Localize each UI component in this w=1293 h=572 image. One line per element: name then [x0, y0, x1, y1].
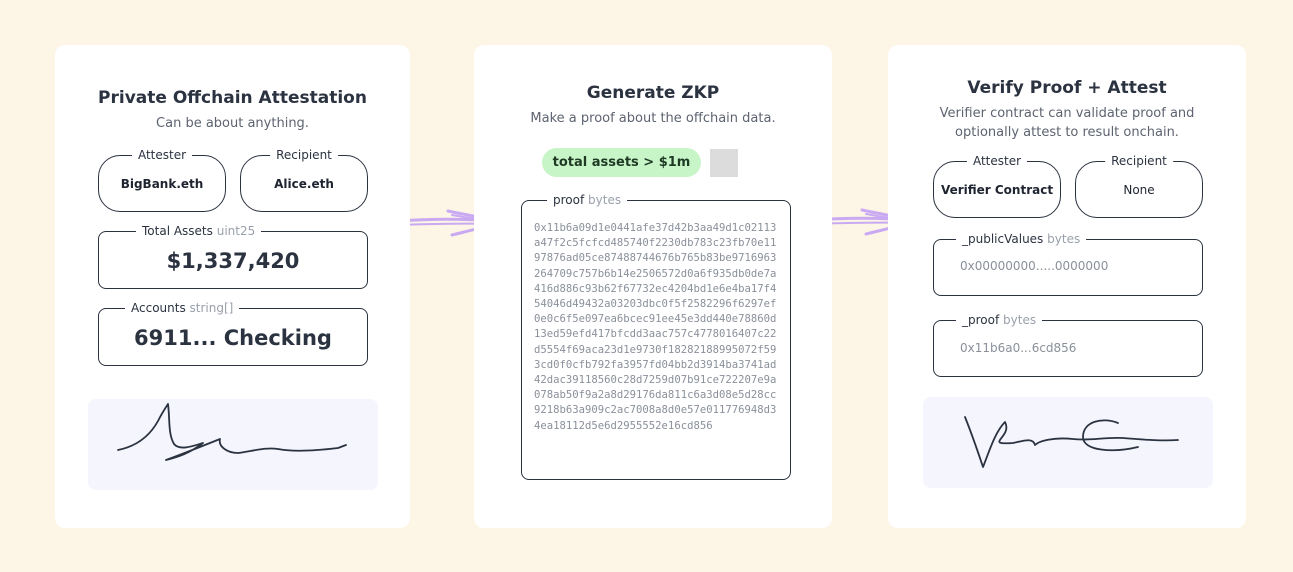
attester-field: Attester BigBank.eth: [98, 147, 226, 212]
public-values-label: _publicValues bytes: [956, 231, 1087, 247]
placeholder-square: [710, 149, 738, 177]
claim-chip: total assets > $1m: [542, 148, 701, 177]
signature-area: [923, 397, 1213, 488]
proof-value: 0x11b6a0...6cd856: [960, 341, 1077, 355]
proof-input-field: _proof bytes 0x11b6a0...6cd856: [933, 312, 1203, 377]
proof-label: _proof bytes: [956, 312, 1043, 328]
generate-zkp-panel: Generate ZKP Make a proof about the offc…: [474, 45, 832, 528]
panel-title: Verify Proof + Attest: [967, 78, 1167, 98]
verify-proof-panel: Verify Proof + Attest Verifier contract …: [888, 45, 1246, 528]
public-values-field: _publicValues bytes 0x00000000.....00000…: [933, 231, 1203, 296]
total-assets-value: $1,337,420: [166, 249, 300, 273]
accounts-field: Accounts string[] 6911... Checking: [98, 300, 368, 366]
recipient-value: None: [1123, 182, 1155, 197]
total-assets-field: Total Assets uint25 $1,337,420: [98, 223, 368, 289]
attester-value: BigBank.eth: [120, 176, 204, 191]
proof-value: 0x11b6a09d1e0441afe37d42b3aa49d1c02113a4…: [534, 222, 777, 432]
proof-field: proof bytes 0x11b6a09d1e0441afe37d42b3aa…: [521, 192, 791, 480]
proof-label: proof bytes: [547, 192, 628, 208]
offchain-attestation-panel: Private Offchain Attestation Can be abou…: [55, 45, 410, 528]
panel-subtitle-line1: Verifier contract can validate proof and: [939, 106, 1195, 121]
attester-value: Verifier Contract: [940, 182, 1054, 197]
panel-subtitle: Make a proof about the offchain data.: [530, 111, 776, 126]
recipient-value: Alice.eth: [274, 176, 334, 191]
attester-label: Attester: [131, 147, 193, 163]
panel-subtitle-line2: optionally attest to result onchain.: [955, 125, 1179, 140]
panel-title: Generate ZKP: [586, 83, 720, 103]
signature-icon: [117, 403, 347, 461]
recipient-field: Recipient Alice.eth: [240, 147, 368, 212]
recipient-label: Recipient: [270, 147, 338, 163]
panel-subtitle: Can be about anything.: [156, 116, 309, 131]
recipient-label: Recipient: [1105, 153, 1173, 169]
accounts-value: 6911... Checking: [134, 326, 332, 350]
panel-title: Private Offchain Attestation: [98, 88, 367, 108]
accounts-label: Accounts string[]: [125, 300, 240, 316]
total-assets-label: Total Assets uint25: [136, 223, 262, 239]
recipient-field: Recipient None: [1075, 153, 1203, 218]
signature-area: [88, 399, 378, 490]
attester-field: Attester Verifier Contract: [933, 153, 1061, 218]
public-values-value: 0x00000000.....0000000: [960, 259, 1109, 273]
signature-icon: [964, 416, 1179, 468]
attester-label: Attester: [966, 153, 1028, 169]
